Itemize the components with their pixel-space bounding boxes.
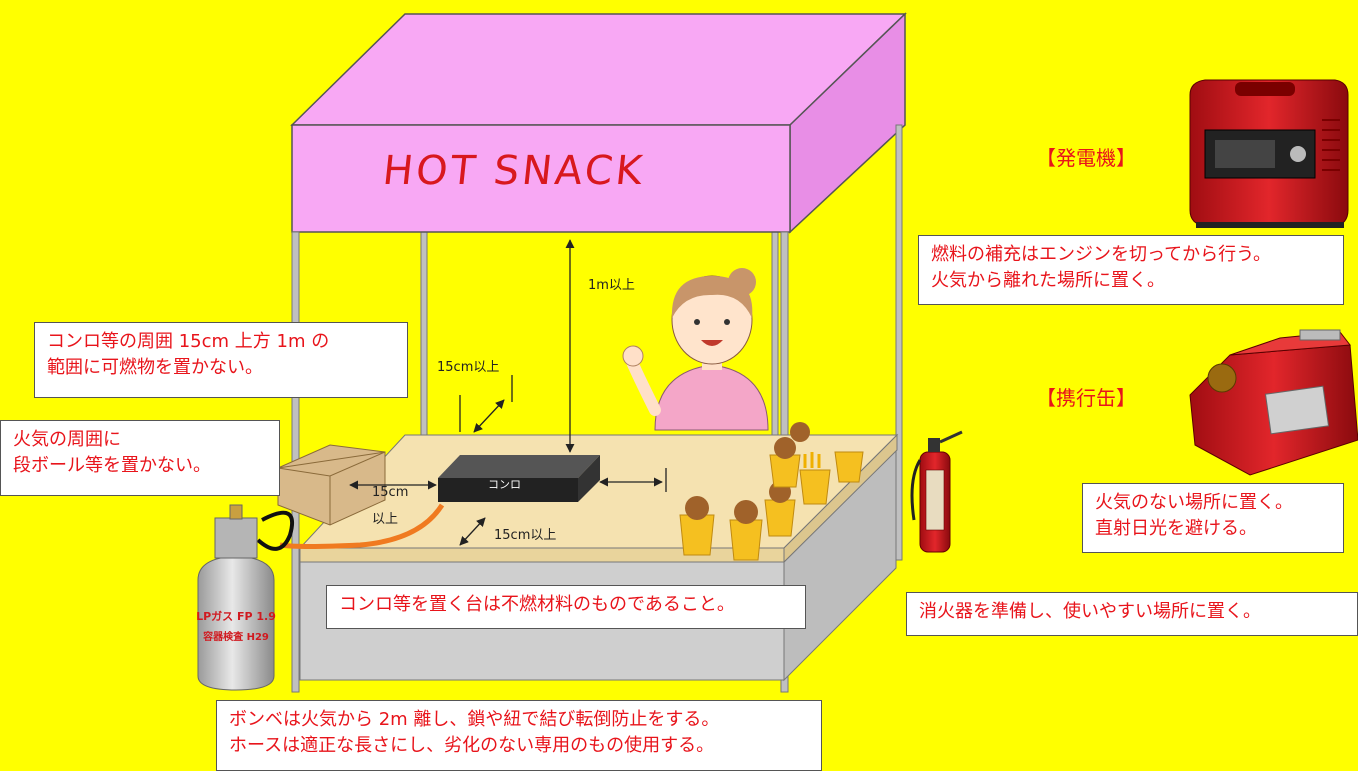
gas-cylinder: LPガス FP 1.9 容器検査 H29: [196, 504, 276, 691]
stove: [438, 455, 600, 502]
food-cups: [679, 422, 864, 561]
note-can-line1: 火気のない場所に置く。: [1095, 492, 1293, 513]
note-cardboard-line2: 段ボール等を置かない。: [13, 455, 211, 476]
label-can: 【携行缶】: [1036, 386, 1136, 410]
dim-side-left-1: 15cm: [372, 485, 409, 500]
cylinder-print-1: LPガス FP 1.9: [196, 609, 276, 623]
note-table: コンロ等を置く台は不燃材料のものであること。: [326, 585, 806, 629]
note-table-line1: コンロ等を置く台は不燃材料のものであること。: [339, 594, 735, 615]
back-left-pole: [420, 227, 428, 441]
note-generator-line2: 火気から離れた場所に置く。: [931, 270, 1165, 291]
vendor-person: [622, 268, 769, 431]
generator-image: [1189, 79, 1349, 228]
note-cardboard-line1: 火気の周囲に: [13, 429, 121, 450]
canopy: [290, 12, 907, 234]
note-generator-line1: 燃料の補充はエンジンを切ってから行う。: [931, 244, 1272, 265]
note-can: 火気のない場所に置く。 直射日光を避ける。: [1082, 483, 1344, 553]
fuel-can-image: [1189, 329, 1358, 476]
back-right-pole: [771, 227, 779, 441]
gas-hose: [279, 503, 445, 549]
dim-front: 15cm以上: [494, 528, 557, 543]
note-cylinder-line2: ホースは適正な長さにし、劣化のない専用のもの使用する。: [229, 735, 715, 756]
note-can-line2: 直射日光を避ける。: [1095, 518, 1257, 539]
note-cylinder: ボンベは火気から 2m 離し、鎖や紐で結び転倒防止をする。 ホースは適正な長さに…: [216, 700, 822, 771]
note-cylinder-line1: ボンベは火気から 2m 離し、鎖や紐で結び転倒防止をする。: [229, 709, 720, 730]
dimension-lines: [349, 239, 667, 546]
cardboard-boxes: [277, 444, 386, 526]
stove-label: コンロ: [488, 478, 521, 491]
sign-text: HOT SNACK: [380, 148, 648, 194]
label-generator: 【発電機】: [1036, 146, 1136, 170]
note-extinguisher-line1: 消火器を準備し、使いやすい場所に置く。: [919, 601, 1261, 622]
note-clearance: コンロ等の周囲 15cm 上方 1m の 範囲に可燃物を置かない。: [34, 322, 408, 398]
side-right-pole: [895, 124, 903, 561]
note-clearance-line1: コンロ等の周囲 15cm 上方 1m の: [47, 331, 330, 352]
note-clearance-line2: 範囲に可燃物を置かない。: [47, 357, 263, 378]
dim-side-left-2: 以上: [372, 512, 399, 527]
note-generator: 燃料の補充はエンジンを切ってから行う。 火気から離れた場所に置く。: [918, 235, 1344, 305]
note-extinguisher: 消火器を準備し、使いやすい場所に置く。: [906, 592, 1358, 636]
cylinder-print-2: 容器検査 H29: [202, 630, 269, 643]
dim-height: 1m以上: [588, 278, 635, 293]
dim-back: 15cm以上: [437, 360, 500, 375]
note-cardboard: 火気の周囲に 段ボール等を置かない。: [0, 420, 280, 496]
fire-extinguisher: [910, 430, 963, 553]
